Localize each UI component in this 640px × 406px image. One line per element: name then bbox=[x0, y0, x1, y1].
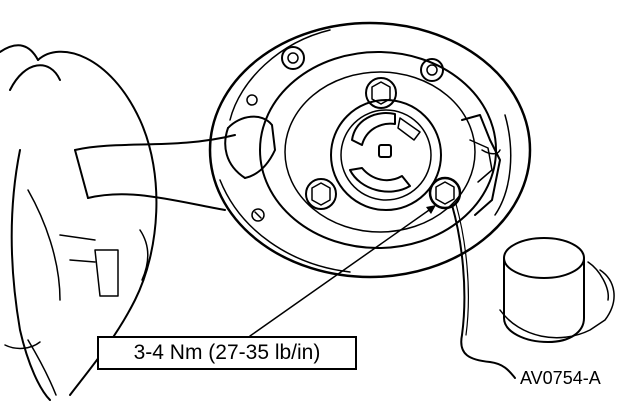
torque-spec-callout: 3-4 Nm (27-35 lb/in) bbox=[97, 336, 357, 370]
bolt-left bbox=[305, 178, 337, 210]
steering-wheel-spoke bbox=[59, 134, 236, 297]
wire-harness bbox=[451, 203, 516, 379]
wrench bbox=[224, 115, 276, 179]
callout-leader-line bbox=[249, 207, 433, 337]
figure-id-label: AV0754-A bbox=[520, 368, 601, 388]
mounting-holes bbox=[246, 46, 444, 222]
bolt-top bbox=[365, 77, 397, 109]
torque-spec-text: 3-4 Nm (27-35 lb/in) bbox=[133, 341, 321, 364]
connector-bracket bbox=[461, 114, 501, 216]
callout-arrowhead bbox=[426, 205, 436, 214]
center-hub-clockspring bbox=[330, 99, 442, 211]
bolt-right bbox=[428, 176, 462, 210]
steering-column-tube bbox=[499, 237, 615, 343]
